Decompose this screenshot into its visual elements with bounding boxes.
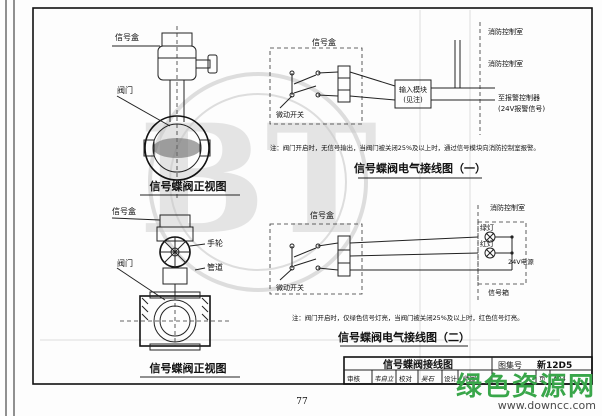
- top-label-valve: 阀门: [117, 85, 133, 95]
- w1-label-module-2: (见注): [403, 95, 423, 104]
- wiring-diagram-two: [269, 205, 527, 300]
- top-valve-drawing: [112, 26, 218, 200]
- binding-margin: [5, 0, 15, 416]
- design-label: 设计: [444, 374, 458, 383]
- drawing-title: 信号蝶阀接线图: [383, 358, 453, 371]
- w1-label-alarm-1: 至报警控制器: [498, 93, 540, 102]
- review-label: 审核: [347, 374, 361, 383]
- title-block: [343, 356, 593, 385]
- check-label: 校对: [399, 374, 413, 383]
- top-label-signal-box: 信号盒: [115, 32, 139, 42]
- w1-label-fire-room-2: 消防控制室: [488, 59, 523, 68]
- w1-label-signal-box: 信号盒: [312, 37, 336, 47]
- w2-label-micro-switch: 微动开关: [276, 283, 304, 292]
- bottom-valve-title: 信号蝶阀正视图: [150, 361, 227, 375]
- review-sign: 韦自立: [374, 375, 394, 383]
- w2-label-signal-box-bottom: 信号箱: [488, 288, 509, 297]
- w2-label-power: 24V电源: [508, 257, 534, 266]
- w2-title: 信号蝶阀电气接线图（二）: [338, 330, 470, 344]
- w2-label-green-light: 绿灯: [480, 223, 494, 232]
- w1-label-micro-switch: 微动开关: [276, 110, 304, 119]
- bottom-label-valve: 阀门: [117, 258, 133, 268]
- w1-note: 注：阀门开启时，无信号输出，当阀门被关闭25%及以上时，通过信号模块向消防控制室…: [270, 143, 540, 152]
- wiring-diagram-one: [269, 22, 495, 135]
- bottom-valve-drawing: [111, 214, 230, 351]
- site-brand: 绿色资源网: [455, 372, 596, 402]
- w2-label-fire-room: 消防控制室: [490, 203, 525, 212]
- page-label: 页: [539, 375, 546, 383]
- w2-label-signal-box: 信号盒: [310, 210, 334, 220]
- site-url: www.downcc.com: [497, 399, 596, 412]
- bottom-label-signal-box: 信号盒: [112, 206, 136, 216]
- atlas-label: 图集号: [498, 360, 522, 370]
- page-number: 77: [296, 397, 308, 407]
- w2-note: 注：阀门开启时，仅绿色信号灯亮，当阀门被关闭25%及以上时，红色信号灯亮。: [292, 313, 523, 322]
- site-watermark-logo: 绿色资源网 www.downcc.com: [456, 374, 596, 412]
- bottom-label-pipe: 管道: [207, 262, 223, 272]
- w1-label-fire-room: 消防控制室: [488, 27, 523, 36]
- bottom-label-handwheel: 手轮: [207, 238, 223, 248]
- w2-label-red-light: 红灯: [480, 239, 494, 248]
- design-sign: 师园: [462, 375, 477, 383]
- page-value: A04: [553, 375, 566, 383]
- atlas-number: 新12D5: [537, 359, 572, 371]
- w1-title: 信号蝶阀电气接线图（一）: [354, 161, 486, 175]
- sheet-frame: [32, 7, 593, 385]
- w1-label-module-1: 输入模块: [399, 85, 427, 94]
- check-sign: 吴石: [421, 375, 436, 383]
- watermark-emblem: BT: [40, 10, 560, 380]
- top-valve-title: 信号蝶阀正视图: [150, 179, 227, 193]
- w1-label-alarm-2: (24V报警信号): [498, 104, 545, 113]
